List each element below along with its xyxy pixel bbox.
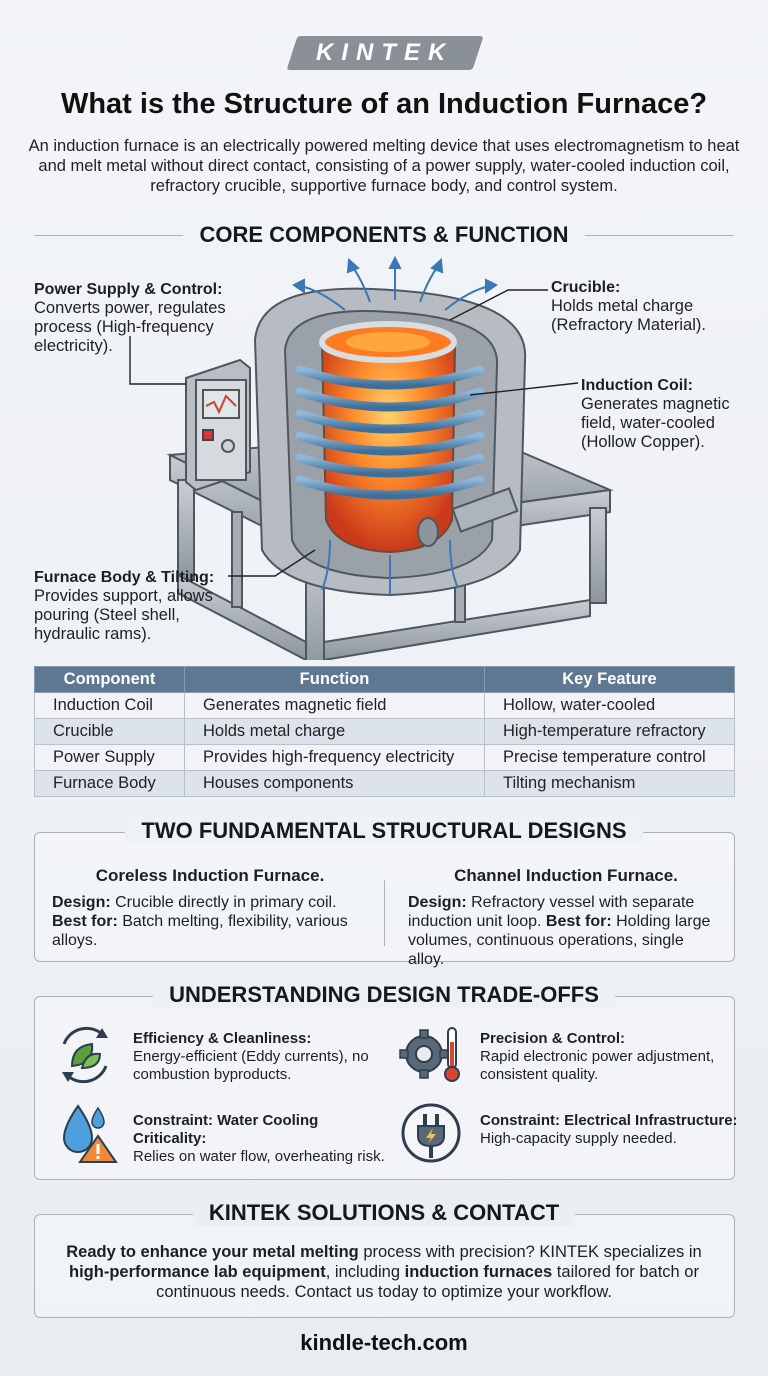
section-solutions-heading: KINTEK SOLUTIONS & CONTACT xyxy=(34,1200,734,1226)
page-title: What is the Structure of an Induction Fu… xyxy=(60,88,708,120)
tradeoffs-box xyxy=(34,996,735,1180)
callout-induction-coil: Induction Coil: Generates magnetic field… xyxy=(581,377,730,451)
crucible xyxy=(319,321,457,554)
kintek-logo: KINTEK xyxy=(286,36,484,70)
magnetic-field-arrows xyxy=(292,255,498,595)
tradeoff-electrical: Constraint: Electrical Infrastructure: H… xyxy=(480,1112,738,1147)
water-pipe xyxy=(417,487,519,547)
gear-thermometer-icon xyxy=(399,1027,460,1082)
tradeoff-water-cooling: Constraint: Water Cooling Criticality: R… xyxy=(133,1112,385,1165)
induction-coil xyxy=(295,365,485,500)
contact-text: Ready to enhance your metal melting proc… xyxy=(66,1243,702,1301)
tradeoff-efficiency: Efficiency & Cleanliness: Energy-efficie… xyxy=(133,1030,369,1083)
coreless-design: Coreless Induction Furnace. Design: Cruc… xyxy=(52,866,348,949)
leaf-recycle-icon xyxy=(62,1026,108,1084)
tradeoff-precision: Precision & Control: Rapid electronic po… xyxy=(480,1030,715,1083)
callout-power-supply: Power Supply & Control: Converts power, … xyxy=(34,281,226,355)
callout-crucible: Crucible: Holds metal charge (Refractory… xyxy=(551,279,706,334)
section-tradeoffs-heading: UNDERSTANDING DESIGN TRADE-OFFS xyxy=(34,982,734,1008)
intro-text: An induction furnace is an electrically … xyxy=(28,137,740,195)
control-panel xyxy=(185,358,251,492)
callout-leaders xyxy=(129,289,579,577)
section-core-heading: CORE COMPONENTS & FUNCTION xyxy=(34,222,734,248)
section-designs-heading: TWO FUNDAMENTAL STRUCTURAL DESIGNS xyxy=(34,818,734,844)
components-table: Component Function Key Feature Induction… xyxy=(34,666,735,797)
plug-icon xyxy=(401,1103,461,1163)
channel-design: Channel Induction Furnace. Design: Refra… xyxy=(408,866,711,968)
furnace-diagram xyxy=(129,255,614,660)
solutions-box xyxy=(34,1214,735,1318)
table-header-row: Component Function Key Feature xyxy=(34,666,735,693)
designs-divider xyxy=(384,880,385,946)
website-link[interactable]: kindle-tech.com xyxy=(300,1330,468,1355)
callout-furnace-body: Furnace Body & Tilting: Provides support… xyxy=(34,569,215,643)
water-warning-icon xyxy=(62,1104,118,1163)
